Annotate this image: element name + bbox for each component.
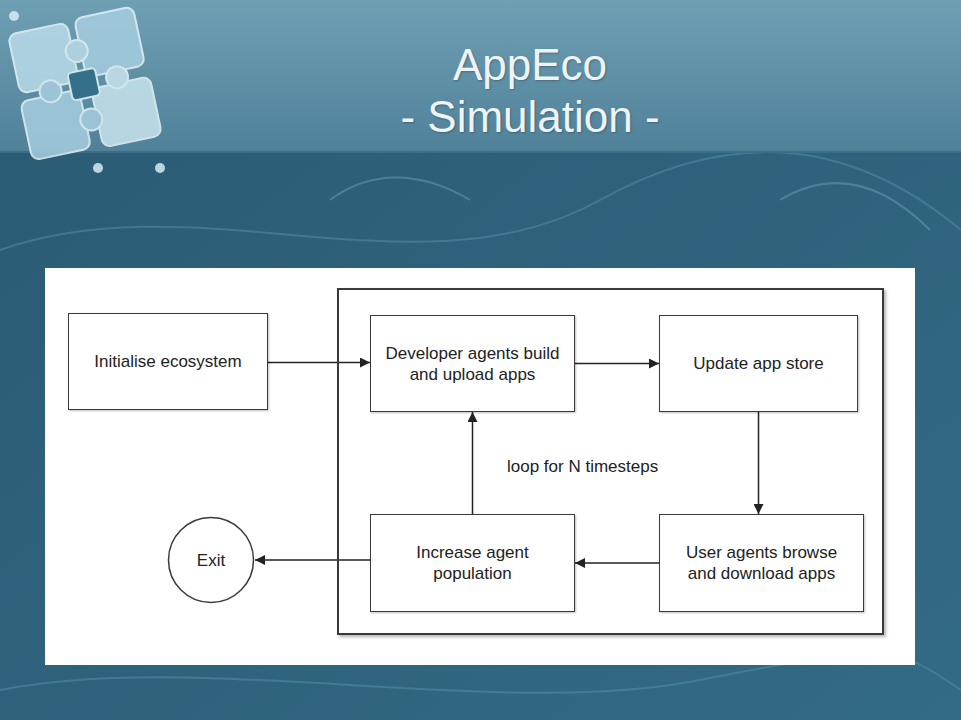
wave-line [780,183,930,230]
wave-line [330,178,470,201]
node-label: Developer agents build and upload apps [371,343,574,385]
wave-line [0,152,961,250]
node-label: Increase agent population [371,542,574,584]
process-box: Increase agent population [370,514,575,612]
title-band [0,0,961,152]
process-box: Initialise ecosystem [68,313,268,410]
flow-arrow [758,412,760,514]
slide-title: AppEco [180,40,880,90]
flow-arrow [575,562,659,564]
loop-label: loop for N timesteps [507,457,658,477]
terminal-circle: Exit [167,516,255,604]
flow-arrow [472,412,474,514]
flow-arrow [575,363,659,365]
circle-shape [169,518,254,603]
node-label: User agents browse and download apps [660,542,863,584]
process-box: Developer agents build and upload apps [370,315,575,412]
puzzle-icon [6,6,165,173]
flow-arrow [268,362,370,364]
node-label: Initialise ecosystem [84,351,251,372]
flow-arrow [255,559,370,561]
loop-frame: loop for N timesteps Developer agents bui… [337,288,884,635]
process-box: User agents browse and download apps [659,514,864,612]
node-label: Update app store [683,353,833,374]
band-edge [0,151,961,153]
node-label: Exit [187,550,235,571]
diagram-panel [45,268,915,665]
process-box: Update app store [659,315,858,412]
slide-subtitle: - Simulation - [180,92,880,142]
